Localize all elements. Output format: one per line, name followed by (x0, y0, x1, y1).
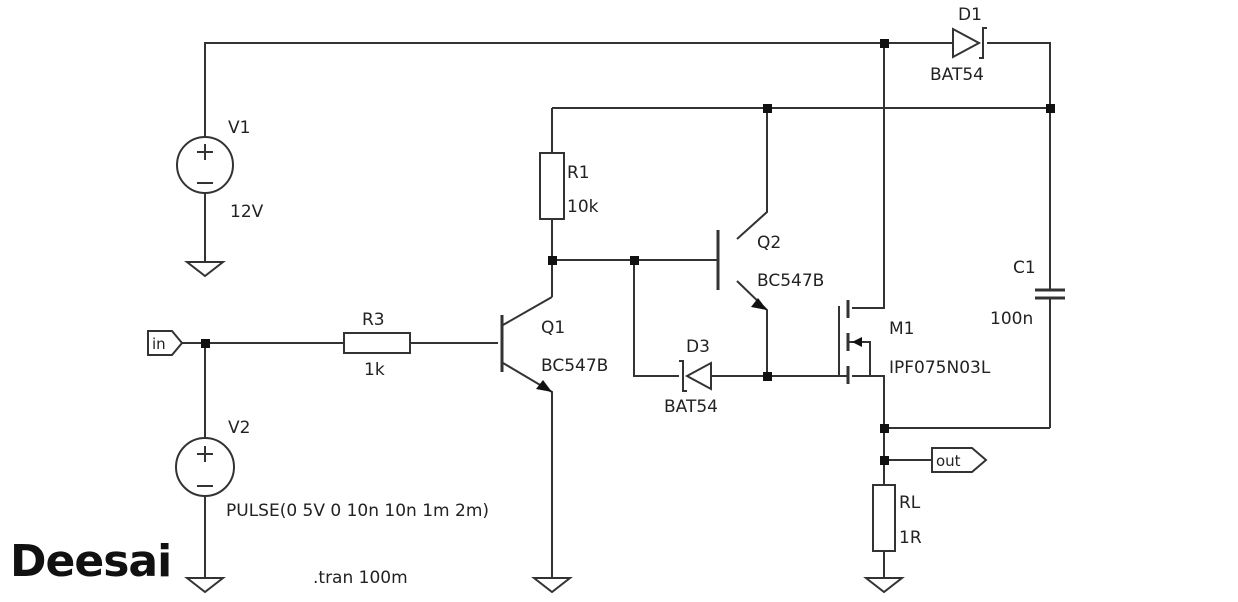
rl-name: RL (899, 493, 921, 513)
r3-name: R3 (362, 310, 385, 330)
d1-value: BAT54 (930, 65, 984, 85)
diode-d3: D3 BAT54 (664, 337, 718, 417)
d3-schottky-bar (679, 360, 687, 392)
wire-q1-collector (502, 296, 553, 326)
r1-value: 10k (567, 197, 599, 217)
rl-body (872, 484, 896, 552)
r1-name: R1 (567, 163, 590, 183)
resistor-rl: RL 1R (872, 484, 922, 552)
v2-symbol (175, 437, 235, 497)
d3-value: BAT54 (664, 397, 718, 417)
q2-value: BC547B (757, 271, 824, 291)
junction-dot (880, 456, 889, 465)
voltage-source-v1: V1 12V (176, 118, 264, 222)
q2-emitter-arrow (751, 298, 767, 310)
mosfet-m1: M1 IPF075N03L (838, 300, 991, 384)
q1-emitter-arrow (536, 380, 552, 392)
v1-symbol (176, 136, 234, 194)
ground-icon (531, 577, 573, 594)
diode-d1: D1 BAT54 (930, 5, 987, 85)
out-flag-label: out (936, 452, 961, 470)
d3-name: D3 (686, 337, 710, 357)
grounds (184, 261, 905, 594)
junction-dot (630, 256, 639, 265)
net-flag-out: out (931, 447, 988, 473)
junction-dot (880, 424, 889, 433)
wire-d1-c1 (987, 42, 1051, 290)
ground-icon (863, 577, 905, 594)
v1-value: 12V (230, 202, 264, 222)
wire-v1-top (204, 42, 953, 138)
transistor-q1: Q1 BC547B (500, 315, 608, 392)
c1-value: 100n (990, 309, 1033, 329)
d3-triangle (684, 361, 712, 391)
v2-value: PULSE(0 5V 0 10n 10n 1m 2m) (226, 501, 489, 521)
in-flag-shape (147, 330, 184, 356)
wire-q2-collector (736, 108, 768, 240)
net-flag-in: in (147, 330, 184, 356)
wire-m1-source (852, 375, 885, 485)
v1-name: V1 (228, 118, 250, 138)
resistor-r3: R3 1k (343, 310, 411, 380)
transistor-q2: Q2 BC547B (716, 230, 824, 310)
junctions (201, 39, 1055, 465)
q1-value: BC547B (541, 356, 608, 376)
m1-body-connection (848, 341, 871, 376)
junction-dot (763, 372, 772, 381)
junction-dot (763, 104, 772, 113)
v2-name: V2 (228, 418, 250, 438)
q1-name: Q1 (541, 318, 565, 338)
c1-name: C1 (1013, 258, 1036, 278)
junction-dot (1046, 104, 1055, 113)
wire-m1-drain (852, 43, 885, 309)
m1-value: IPF075N03L (889, 358, 991, 378)
resistor-r1: R1 10k (539, 152, 599, 220)
ground-icon (184, 577, 226, 594)
r1-body (539, 152, 565, 220)
m1-name: M1 (889, 319, 914, 339)
d1-triangle (952, 27, 982, 59)
q2-name: Q2 (757, 233, 781, 253)
watermark-logo: Deesai (10, 536, 172, 587)
junction-dot (548, 256, 557, 265)
capacitor-c1: C1 100n (990, 258, 1065, 329)
voltage-source-v2: V2 PULSE(0 5V 0 10n 10n 1m 2m) (175, 418, 489, 521)
rl-value: 1R (899, 528, 922, 548)
in-flag-label: in (152, 335, 166, 353)
junction-dot (201, 339, 210, 348)
junction-dot (880, 39, 889, 48)
ground-icon (184, 261, 226, 278)
spice-directive: .tran 100m (313, 568, 408, 588)
wire-d3-loop (633, 260, 679, 377)
out-flag-shape (931, 447, 988, 473)
r3-body (343, 332, 411, 354)
wire-q1-emitter (502, 362, 553, 578)
wire-q2-emitter (736, 280, 768, 376)
r3-value: 1k (364, 360, 385, 380)
d1-schottky-bar (979, 27, 987, 59)
m1-arrow (852, 337, 862, 347)
d1-name: D1 (958, 5, 982, 25)
